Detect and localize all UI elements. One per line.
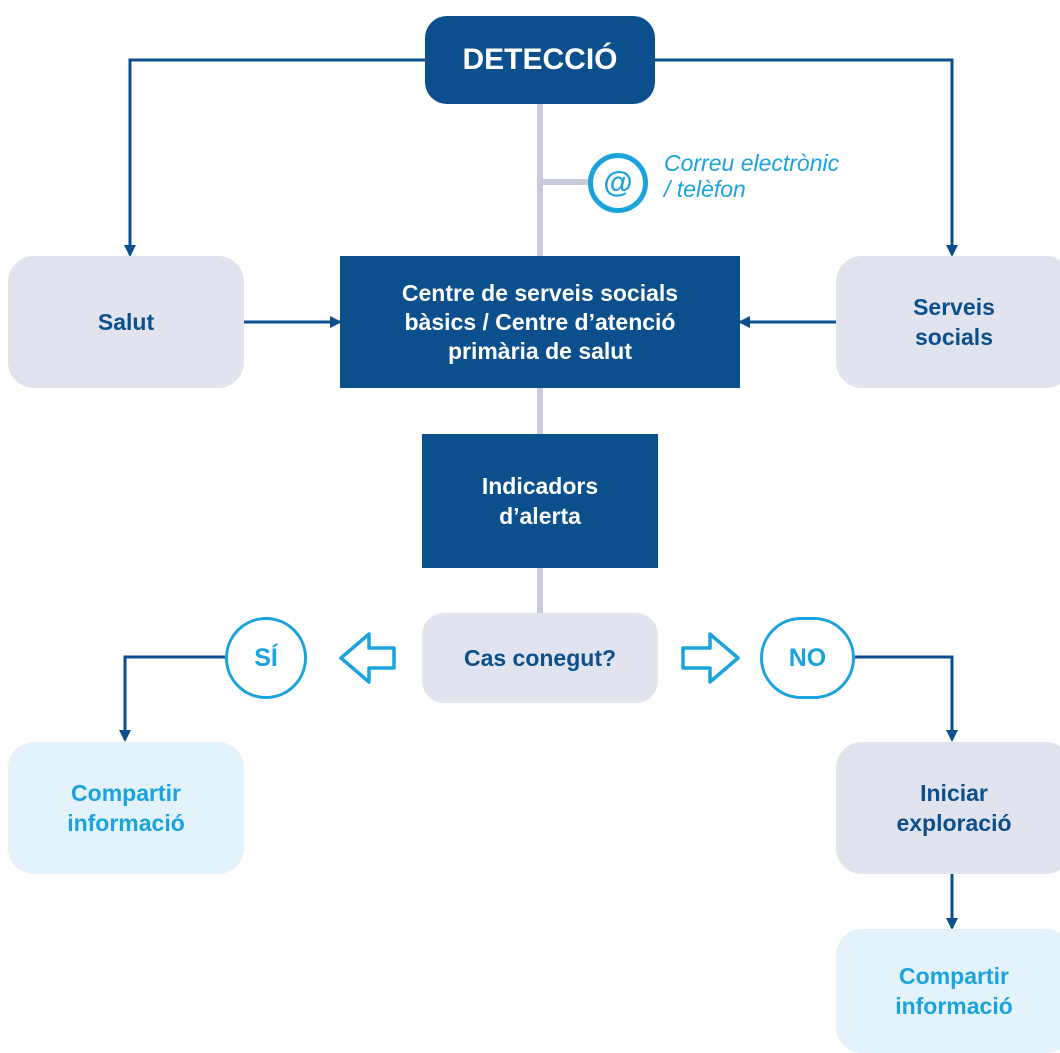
alert-indicators-box: Indicadors d’alerta (422, 434, 658, 568)
share-info-box-right: Compartir informació (836, 929, 1060, 1053)
social-health-center-box: Centre de serveis socials bàsics / Centr… (340, 256, 740, 388)
detection-to-social-arrow (655, 58, 958, 257)
start-exploration-box: Iniciar exploració (836, 742, 1060, 874)
known-case-box: Cas conegut? (422, 613, 658, 703)
no-circle: NO (760, 617, 855, 699)
health-box: Salut (8, 256, 244, 388)
detection-to-health-arrow (124, 58, 425, 257)
social-services-box: Serveis socials (836, 256, 1060, 388)
yes-hollow-arrow (339, 632, 396, 684)
at-sign-icon: @ (588, 153, 648, 213)
yes-to-share-arrow (119, 655, 225, 742)
share-info-box-left: Compartir informació (8, 742, 244, 874)
yes-circle: SÍ (225, 617, 307, 699)
no-hollow-arrow (681, 632, 740, 684)
detection-box: DETECCIÓ (425, 16, 655, 104)
contact-channel-label: Correu electrònic / telèfon (664, 150, 840, 202)
no-to-explore-arrow (855, 655, 958, 742)
